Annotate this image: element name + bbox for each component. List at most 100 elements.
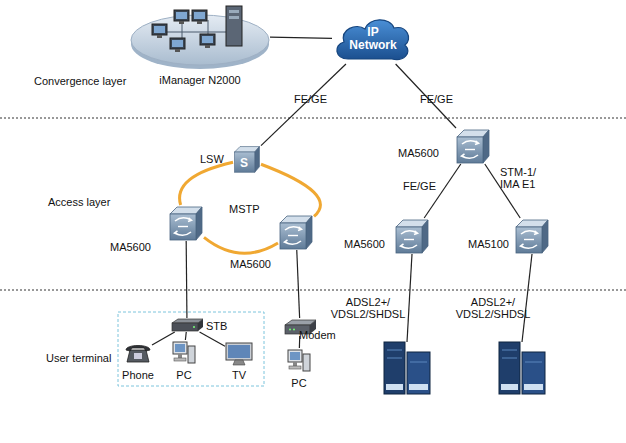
path-part <box>127 350 149 362</box>
polygon-part <box>255 147 260 173</box>
user-group-box <box>118 312 264 386</box>
path-part <box>175 231 192 235</box>
device-label: MA5600 <box>344 238 385 250</box>
network-link <box>186 241 188 318</box>
rack-plate <box>386 384 403 390</box>
layer-label: Convergence layer <box>34 75 126 87</box>
network-link <box>261 64 346 146</box>
device-label: TV <box>225 369 253 381</box>
path-part <box>288 235 298 236</box>
device-label: Phone <box>118 369 158 381</box>
polygon-part <box>306 216 312 249</box>
device-icon <box>172 340 196 366</box>
polygon-part <box>483 130 489 163</box>
device-label: MA5600 <box>230 258 271 270</box>
circle-part <box>293 329 295 331</box>
device-icon <box>455 128 491 164</box>
rect-part <box>226 6 242 46</box>
rect-part <box>178 354 182 358</box>
rect-part <box>226 343 252 360</box>
rect-part <box>172 40 183 47</box>
rack-body <box>384 342 405 394</box>
link-label: FE/GE <box>294 93 327 105</box>
rect-part <box>175 49 180 52</box>
path-part <box>233 360 245 365</box>
device-node: Modem <box>283 318 317 336</box>
rect-part <box>289 366 301 369</box>
device-label: MA5100 <box>468 238 509 250</box>
rect-part <box>229 16 239 19</box>
path-part <box>521 231 538 235</box>
device-label: LSW <box>200 153 224 165</box>
link-label: FE/GE <box>403 180 436 192</box>
layer-label: Access layer <box>48 196 110 208</box>
device-icon <box>514 218 550 254</box>
layer-divider <box>0 290 626 291</box>
rack-stripe <box>387 350 402 351</box>
rack-stripe <box>502 358 517 359</box>
rect-part <box>194 12 205 19</box>
path-part <box>401 244 418 248</box>
device-node: MA5100 <box>514 218 550 254</box>
path-part <box>337 20 409 60</box>
device-icon <box>170 318 204 332</box>
device-label: iManager N2000 <box>130 74 270 86</box>
rack-plate <box>409 384 428 390</box>
network-link <box>185 332 187 340</box>
network-link <box>152 332 175 345</box>
rect-part <box>202 36 213 43</box>
device-node: IP Network <box>332 14 412 64</box>
path-part <box>285 240 302 244</box>
device-label: IP Network <box>345 26 401 52</box>
path-part <box>175 218 192 222</box>
rect-part <box>134 353 142 359</box>
rect-part <box>293 362 297 366</box>
layer-label: User terminal <box>46 352 111 364</box>
polygon-part <box>422 220 428 253</box>
dsl-wire <box>522 254 532 342</box>
device-node: TV <box>225 342 253 366</box>
link-label: MSTP <box>229 203 260 215</box>
device-node: MA5600 <box>168 205 204 241</box>
device-label: STB <box>206 320 227 332</box>
rect-part <box>290 352 300 360</box>
rect-part <box>200 34 215 45</box>
polygon-part <box>196 207 202 240</box>
rect-part <box>303 354 310 371</box>
device-label: MA5600 <box>110 241 151 253</box>
rect-part <box>154 26 165 33</box>
rect-part <box>229 10 239 13</box>
rect-part <box>152 24 167 35</box>
path-part <box>521 244 538 248</box>
network-link <box>270 37 332 38</box>
path-part <box>401 231 418 235</box>
rect-part <box>396 227 422 253</box>
rect-part <box>228 345 250 358</box>
path-part <box>462 141 479 145</box>
path-part <box>404 239 414 240</box>
rack-stripe <box>410 362 427 363</box>
path-part <box>465 149 475 150</box>
network-link <box>200 332 225 346</box>
rect-part <box>170 38 185 49</box>
device-node: LSWS <box>233 145 261 173</box>
device-icon <box>130 2 270 70</box>
device-icon <box>124 342 152 364</box>
dsl-wire <box>407 254 412 342</box>
rect-part <box>174 10 189 21</box>
rack-plate <box>501 384 518 390</box>
device-node: PC <box>287 348 311 374</box>
device-label: PC <box>172 369 196 381</box>
rect-part <box>179 21 184 24</box>
rect-part <box>205 45 210 48</box>
device-node: MA5600 <box>394 218 430 254</box>
device-icon <box>168 205 204 241</box>
device-label: Modem <box>299 329 336 341</box>
polygon-part <box>198 319 203 331</box>
device-node: PC <box>172 340 196 366</box>
layer-divider <box>0 118 626 119</box>
link-label: ADSL2+/ VDSL2/SHDSL <box>327 296 409 320</box>
rect-part <box>157 35 162 38</box>
path-part <box>160 20 230 48</box>
